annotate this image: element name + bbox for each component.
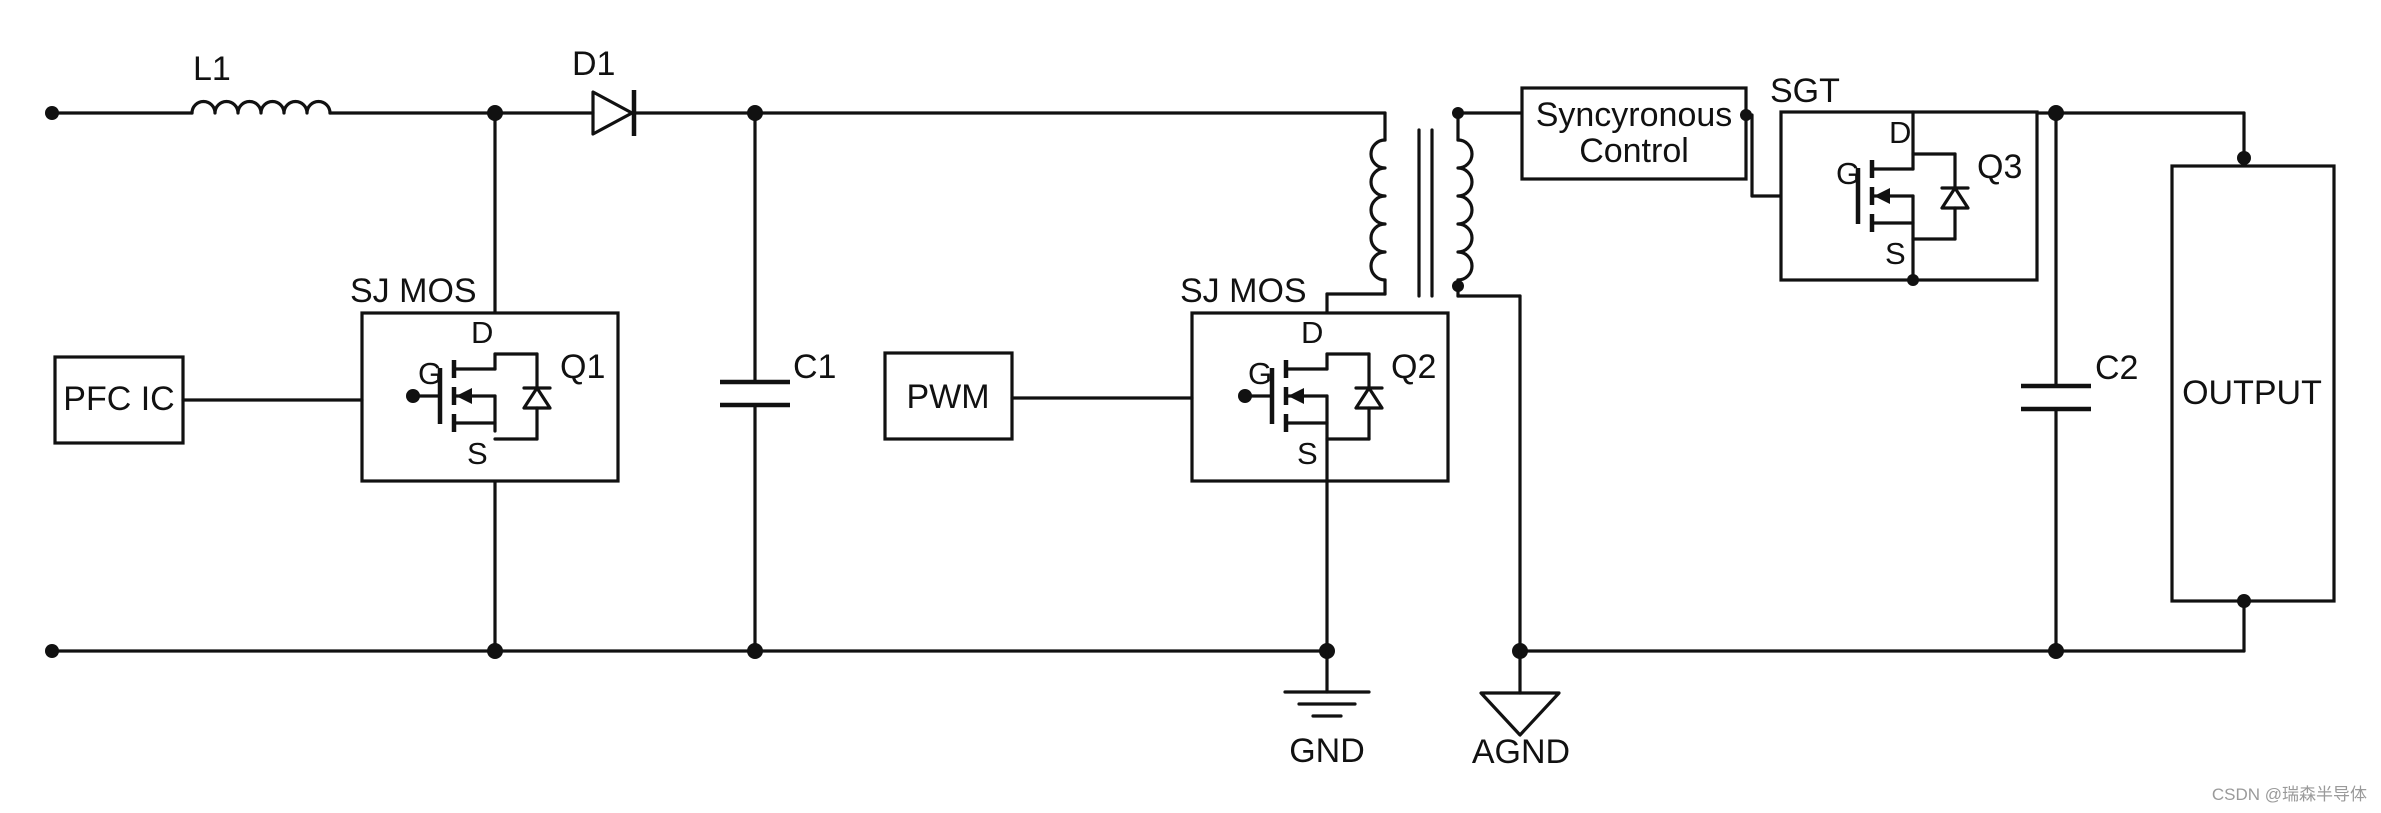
transformer-core — [1417, 128, 1434, 298]
q3-mosfet-symbol — [1855, 110, 1970, 282]
sgt-label: SGT — [1770, 72, 1840, 110]
q1-source-label: S — [467, 436, 488, 471]
transformer-dot-secondary-top — [1452, 107, 1464, 119]
inductor-l1 — [190, 99, 332, 115]
q1-drain-label: D — [471, 315, 493, 350]
q3-gate-label: G — [1836, 156, 1860, 191]
input-terminal-top — [45, 106, 59, 120]
capacitor-c2 — [2021, 111, 2091, 653]
agnd-symbol — [1479, 649, 1561, 737]
pwm-label: PWM — [906, 378, 989, 416]
junction-c2-bottom — [2048, 643, 2064, 659]
junction-c1-top — [747, 105, 763, 121]
sync-control-block — [1520, 86, 1748, 181]
q2-sj-mos-label: SJ MOS — [1180, 272, 1307, 310]
junction-c1-bottom — [747, 643, 763, 659]
q2-drain-label: D — [1301, 315, 1323, 350]
sync-control-label-line2: Control — [1579, 132, 1689, 170]
output-terminal-bottom — [2237, 594, 2251, 608]
sync-control-output-pin — [1740, 109, 1752, 121]
q1-label: Q1 — [560, 348, 605, 386]
gnd-label: GND — [1289, 732, 1365, 770]
capacitor-c1 — [720, 111, 790, 653]
diode-d1-label: D1 — [572, 45, 615, 83]
diode-d1 — [591, 90, 637, 136]
q3-source-label: S — [1885, 236, 1906, 271]
output-top-rail — [2035, 111, 2246, 160]
q2-label: Q2 — [1391, 348, 1436, 386]
sync-control-label-line1: Syncyronous — [1536, 96, 1733, 134]
output-label: OUTPUT — [2182, 374, 2322, 412]
agnd-label: AGND — [1472, 733, 1570, 771]
q2-source-label: S — [1297, 436, 1318, 471]
q3-label: Q3 — [1977, 148, 2022, 186]
input-top-rail — [50, 111, 1387, 142]
transformer-dot-secondary-bottom — [1452, 280, 1464, 292]
input-terminal-bottom — [45, 644, 59, 658]
watermark: CSDN @瑞森半导体 — [2212, 785, 2367, 804]
output-terminal-top — [2237, 151, 2251, 165]
gnd-symbol — [1283, 649, 1371, 718]
q2-gate-label: G — [1248, 356, 1272, 391]
q1-gate-label: G — [418, 356, 442, 391]
q2-mosfet-symbol — [1243, 352, 1384, 653]
q3-source-pin — [1907, 274, 1919, 286]
pfc-ic-block — [53, 355, 185, 445]
transformer-secondary — [1456, 111, 1524, 653]
capacitor-c1-label: C1 — [793, 348, 836, 386]
q3-drain-label: D — [1889, 115, 1911, 150]
q1-gate-pin — [406, 389, 420, 403]
pfc-ic-label: PFC IC — [63, 380, 174, 418]
pwm-block — [883, 351, 1014, 441]
inductor-l1-label: L1 — [193, 50, 231, 88]
output-bottom-rail — [1518, 599, 2246, 653]
capacitor-c2-label: C2 — [2095, 349, 2138, 387]
output-block — [2170, 164, 2336, 603]
q2-gate-pin — [1238, 389, 1252, 403]
junction-q1-top — [487, 105, 503, 121]
junction-c2-top — [2048, 105, 2064, 121]
junction-q1-bottom — [487, 643, 503, 659]
q1-sj-mos-label: SJ MOS — [350, 272, 477, 310]
